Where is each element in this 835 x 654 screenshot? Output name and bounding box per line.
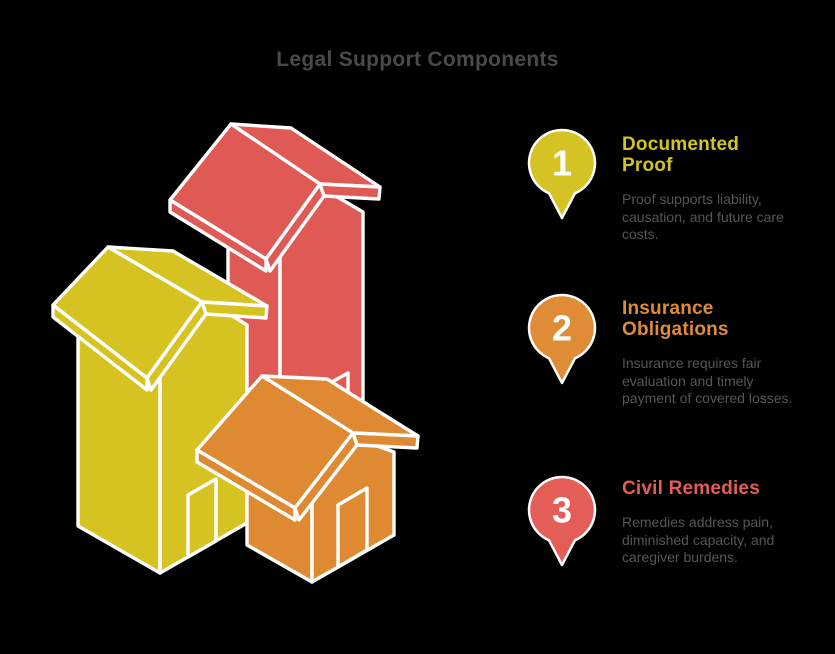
red-house-fascia-left [168,198,268,273]
orange-house-fascia-left [195,448,297,522]
pin-1-number: 1 [552,143,572,184]
page-title: Legal Support Components [276,48,559,71]
item-1-description: Proof supports liability, causation, and… [622,191,784,242]
red-house-fascia-right [318,182,382,201]
pin-2-number: 2 [552,308,572,349]
item-1-title: Documented Proof [622,134,740,176]
yellow-house-door [186,477,218,559]
orange-house-fascia-right [351,431,420,450]
location-pin-icon: 1 [527,128,597,220]
pin-1-shape [527,128,597,220]
location-pin-icon: 2 [527,293,597,385]
item-2-description: Insurance requires fair evaluation and t… [622,355,793,406]
yellow-house-fascia-right [200,300,269,320]
yellow-house-fascia-left [51,303,149,392]
item-3-description: Remedies address pain, diminished capaci… [622,514,775,565]
orange-house-door [336,486,369,569]
houses-group [51,122,420,584]
pin-3-number: 3 [552,490,572,531]
item-3-title: Civil Remedies [622,478,760,499]
location-pin-icon: 3 [527,475,597,567]
item-2-title: Insurance Obligations [622,298,729,340]
pin-3-shape [527,475,597,567]
pin-2-shape [527,293,597,385]
